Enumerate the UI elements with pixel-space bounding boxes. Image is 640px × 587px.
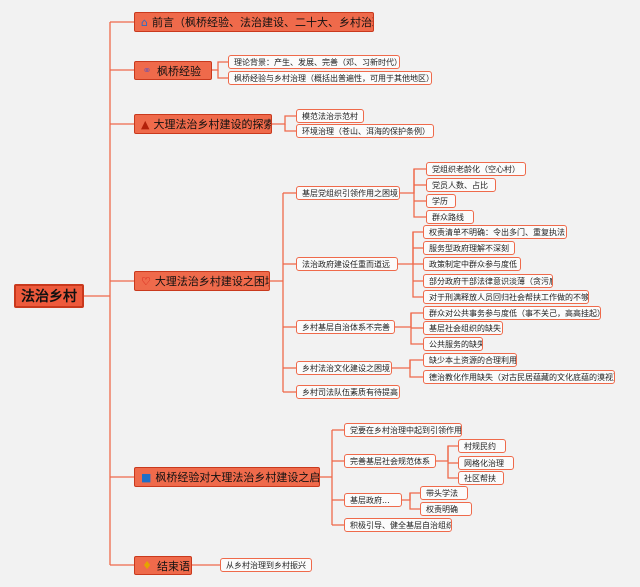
- topic-node[interactable]: 法治政府建设任重而道远: [296, 257, 398, 271]
- branch-explore-label: 大理法治乡村建设的探索: [153, 118, 272, 131]
- branch-dilemma[interactable]: ♡ 大理法治乡村建设之困境: [134, 271, 270, 291]
- topic-node[interactable]: 模范法治示范村: [296, 109, 364, 123]
- topic-node[interactable]: 权责清单不明确：令出多门、重复执法: [423, 225, 567, 239]
- topic-node[interactable]: 学历: [426, 194, 456, 208]
- topic-node[interactable]: 部分政府干部法律意识淡薄（贪污腐败）: [423, 274, 553, 288]
- topic-node[interactable]: 党组织老龄化（空心村）: [426, 162, 526, 176]
- heart-icon: ♡: [141, 274, 151, 288]
- branch-preface-label: 前言（枫桥经验、法治建设、二十大、乡村治理）: [151, 16, 374, 29]
- topic-node[interactable]: 公共服务的缺失: [423, 337, 483, 351]
- topic-node[interactable]: 群众路线: [426, 210, 474, 224]
- topic-node[interactable]: 基层社会组织的缺失: [423, 321, 503, 335]
- topic-node[interactable]: 政策制定中群众参与度低: [423, 257, 521, 271]
- branch-fengqiao[interactable]: ⚭ 枫桥经验: [134, 61, 212, 80]
- topic-node[interactable]: 积极引导、健全基层自治组织: [344, 518, 452, 532]
- topic-node[interactable]: 完善基层社会规范体系: [344, 454, 436, 468]
- topic-node[interactable]: 乡村法治文化建设之困境: [296, 361, 392, 375]
- root-topic[interactable]: 法治乡村: [14, 284, 84, 308]
- branch-explore[interactable]: ▲ 大理法治乡村建设的探索: [134, 114, 272, 134]
- branch-inspire-label: 枫桥经验对大理法治乡村建设之启示: [155, 471, 320, 484]
- topic-node[interactable]: 社区帮扶: [458, 471, 504, 485]
- topic-node[interactable]: 乡村基层自治体系不完善: [296, 320, 395, 334]
- topic-node[interactable]: 带头学法: [420, 486, 468, 500]
- topic-node[interactable]: 德治教化作用缺失（对古民居蕴藏的文化底蕴的漠视）: [423, 370, 615, 384]
- topic-node[interactable]: 对于刑满释放人员回归社会帮扶工作做的不够: [423, 290, 589, 304]
- topic-node[interactable]: 缺少本土资源的合理利用: [423, 353, 517, 367]
- branch-fengqiao-label: 枫桥经验: [157, 64, 201, 78]
- branch-conclusion[interactable]: ♦ 结束语: [134, 556, 192, 575]
- topic-node[interactable]: 村规民约: [458, 439, 506, 453]
- branch-preface[interactable]: ⌂ 前言（枫桥经验、法治建设、二十大、乡村治理）: [134, 12, 374, 32]
- branch-conclusion-label: 结束语: [157, 559, 190, 573]
- square-icon: ■: [141, 470, 152, 484]
- topic-node[interactable]: 权责明确: [420, 502, 472, 516]
- topic-node[interactable]: 从乡村治理到乡村振兴: [220, 558, 312, 572]
- fire-icon: ▲: [141, 117, 150, 131]
- topic-node[interactable]: 环境治理（苍山、洱海的保护条例）: [296, 124, 434, 138]
- topic-node[interactable]: 服务型政府理解不深刻: [423, 241, 515, 255]
- topic-node[interactable]: 党要在乡村治理中起到引领作用: [344, 423, 462, 437]
- topic-node[interactable]: 枫桥经验与乡村治理（概括出普遍性，可用于其他地区）: [228, 71, 432, 85]
- topic-node[interactable]: 网格化治理: [458, 456, 514, 470]
- branch-dilemma-label: 大理法治乡村建设之困境: [154, 275, 270, 288]
- trophy-icon: ♦: [142, 559, 152, 572]
- link-icon: ⚭: [142, 64, 152, 77]
- topic-node[interactable]: 群众对公共事务参与度低（事不关己，高高挂起）: [423, 306, 601, 320]
- house-icon: ⌂: [141, 15, 148, 29]
- topic-node[interactable]: 乡村司法队伍素质有待提高: [296, 385, 400, 399]
- topic-node[interactable]: 理论背景：产生、发展、完善（邓、习新时代）: [228, 55, 400, 69]
- topic-node[interactable]: 党员人数、占比: [426, 178, 496, 192]
- branch-inspire[interactable]: ■ 枫桥经验对大理法治乡村建设之启示: [134, 467, 320, 487]
- topic-node[interactable]: 基层党组织引领作用之困境: [296, 186, 400, 200]
- topic-node[interactable]: 基层政府...: [344, 493, 402, 507]
